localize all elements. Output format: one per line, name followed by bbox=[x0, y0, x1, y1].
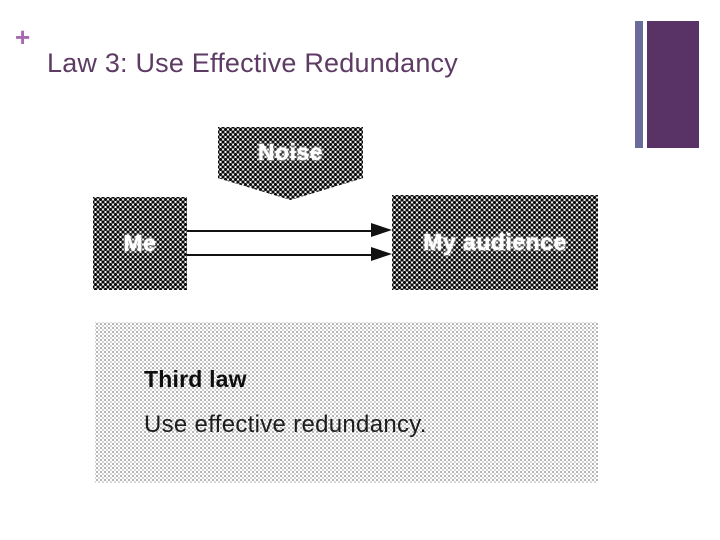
law-body: Use effective redundancy. bbox=[144, 411, 427, 438]
receiver-label: My audience bbox=[423, 229, 567, 255]
message-arrow-top bbox=[187, 223, 392, 238]
noise-callout-shape: Noise bbox=[218, 127, 363, 200]
noise-label: Noise bbox=[257, 139, 324, 165]
law-callout-box: Third law Use effective redundancy. bbox=[95, 322, 598, 483]
sender-box: Me bbox=[93, 197, 187, 290]
plus-bullet-icon: + bbox=[15, 22, 31, 52]
law-heading: Third law bbox=[144, 366, 247, 392]
accent-bar-thin bbox=[635, 21, 643, 148]
arrow-line bbox=[187, 229, 373, 232]
receiver-box: My audience bbox=[392, 195, 598, 290]
accent-bar-wide bbox=[647, 21, 699, 148]
noise-label-wrap: Noise bbox=[218, 127, 363, 178]
sender-label: Me bbox=[123, 230, 157, 256]
slide-title: Law 3: Use Effective Redundancy bbox=[47, 48, 458, 78]
message-arrow-bottom bbox=[187, 247, 392, 262]
arrow-head-icon bbox=[371, 247, 392, 261]
arrow-head-icon bbox=[371, 223, 392, 237]
arrow-line bbox=[187, 253, 373, 256]
